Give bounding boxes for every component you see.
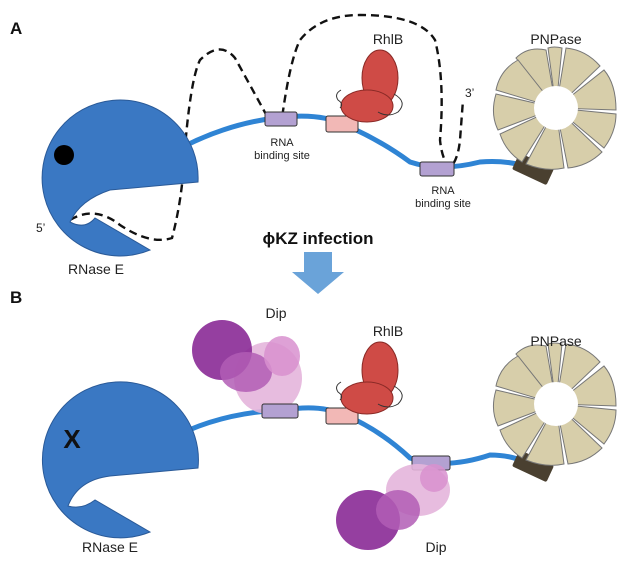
scaffold-a (165, 113, 528, 170)
rnase-e-label-a: RNase E (68, 261, 124, 277)
dip-label-top: Dip (265, 305, 286, 321)
rhlb-label-a: RhlB (373, 31, 403, 47)
rna-binding-site-2-a (419, 161, 455, 177)
scaffold-b (165, 405, 528, 466)
pnpase-b (492, 342, 617, 482)
site-2-label-line2: binding site (415, 198, 471, 210)
active-site-dot (54, 145, 74, 165)
rna-binding-site-1-a (264, 111, 298, 127)
site-1-label-line1: RNA (270, 137, 294, 149)
inactivation-x: X (63, 424, 81, 454)
site-2-label-line1: RNA (431, 185, 455, 197)
rna-binding-site-1-b (261, 403, 299, 419)
infection-label: ϕKZ infection (263, 229, 374, 248)
dip-label-bottom: Dip (425, 539, 446, 555)
three-prime-label: 3’ (465, 86, 474, 100)
panel-a: A 5’ RNase E RNA binding site RhlB 3’ RN… (10, 13, 617, 277)
rhlb-a (325, 49, 403, 133)
panel-a-letter: A (10, 19, 22, 38)
panel-b: B Dip X RNase E RhlB (10, 288, 617, 555)
transition-arrow (292, 252, 344, 294)
dip-top (192, 320, 302, 414)
site-1-label-line2: binding site (254, 150, 310, 162)
dip-bottom (336, 464, 450, 550)
rnase-e-label-b: RNase E (82, 539, 138, 555)
panel-b-letter: B (10, 288, 22, 307)
pnpase-label-b: PNPase (530, 333, 582, 349)
rhlb-b (325, 341, 403, 425)
pnpase-label-a: PNPase (530, 31, 582, 47)
rnase-e-b: X (41, 381, 199, 539)
rhlb-label-b: RhlB (373, 323, 403, 339)
five-prime-label: 5’ (36, 221, 45, 235)
rna-strand-a (69, 13, 465, 242)
pnpase-a (492, 46, 617, 185)
rnase-e-a: 5’ (36, 99, 199, 257)
